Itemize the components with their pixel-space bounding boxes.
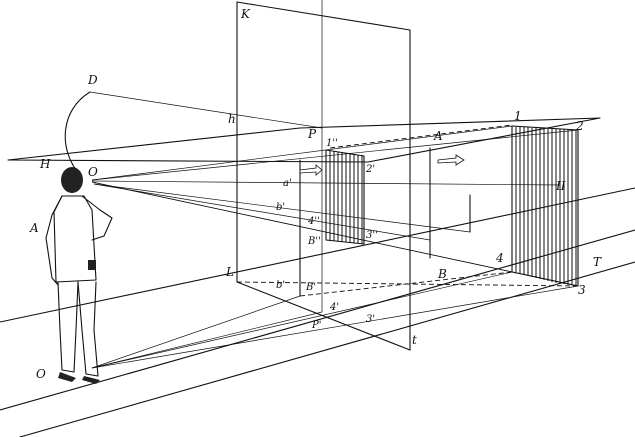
label-b-double-prime-upper: B'' bbox=[307, 236, 321, 247]
label-b-prime-upper: B' bbox=[305, 282, 316, 293]
projected-panel bbox=[325, 149, 365, 245]
label-4-prime: 4' bbox=[329, 302, 339, 313]
observer-pocket bbox=[88, 260, 96, 270]
horizon-plane bbox=[7, 117, 601, 163]
arrow-right-icon bbox=[437, 154, 465, 166]
label-p: P bbox=[307, 127, 317, 141]
labels: K D h P 1'' A 1 2 H O a' 2' b' 4'' B'' 3… bbox=[29, 7, 602, 381]
label-4-double-prime: 4'' bbox=[307, 216, 320, 227]
distance-arc bbox=[64, 91, 323, 176]
label-t-upper: T bbox=[593, 255, 602, 269]
label-k: K bbox=[240, 7, 251, 21]
label-o-foot: O bbox=[36, 367, 46, 381]
ground-line-near bbox=[0, 187, 635, 323]
label-a-left: A bbox=[29, 221, 39, 235]
distance-arc-path bbox=[64, 91, 91, 176]
projected-panel-outline bbox=[325, 149, 365, 245]
label-h: h bbox=[228, 112, 236, 126]
label-d: D bbox=[87, 73, 98, 87]
label-a-top: A bbox=[433, 129, 443, 143]
observer-head bbox=[61, 167, 83, 193]
label-b-double-prime: b' bbox=[276, 202, 285, 213]
label-h-plane: H bbox=[39, 157, 51, 171]
label-a-prime: a' bbox=[283, 178, 292, 189]
label-o-eye: O bbox=[88, 165, 98, 179]
distance-line bbox=[89, 91, 323, 129]
label-b-prime: b' bbox=[276, 280, 285, 291]
horizon-plane-outline bbox=[7, 117, 601, 163]
picture-plane-top-edge bbox=[236, 1, 411, 31]
label-p-prime: P' bbox=[311, 320, 321, 331]
horizon-dashed bbox=[329, 124, 513, 149]
arrow-left-icon bbox=[299, 164, 323, 176]
label-ii: II bbox=[555, 179, 566, 193]
label-b: B bbox=[437, 267, 447, 281]
observer-jacket bbox=[53, 195, 97, 283]
observer-right-arm bbox=[81, 195, 113, 241]
label-1: 1 bbox=[514, 109, 522, 123]
observer-left-leg bbox=[57, 281, 79, 373]
observer-right-leg bbox=[77, 281, 99, 377]
observer-left-arm bbox=[45, 195, 63, 286]
label-3-prime: 3' bbox=[366, 314, 375, 325]
label-4: 4 bbox=[495, 251, 504, 265]
foot-rays bbox=[91, 271, 579, 369]
label-2-prime: 2' bbox=[365, 164, 375, 175]
object-panel-hatching bbox=[515, 127, 577, 286]
ground-line-front bbox=[19, 261, 635, 437]
label-3: 3 bbox=[578, 283, 586, 297]
label-t: t bbox=[412, 333, 417, 347]
visual-rays bbox=[91, 125, 579, 287]
observer-right-shoe bbox=[82, 376, 100, 384]
observer-left-shoe bbox=[58, 372, 76, 382]
observer-figure bbox=[45, 167, 113, 384]
picture-plane-k bbox=[236, 0, 411, 351]
label-l: L bbox=[225, 265, 234, 279]
label-2: 2 bbox=[575, 119, 584, 133]
ground-plane bbox=[0, 187, 635, 437]
picture-plane-base bbox=[236, 281, 411, 351]
label-1-double-prime: 1'' bbox=[326, 138, 338, 149]
label-3-double-prime: 3'' bbox=[366, 230, 378, 241]
direction-arrows bbox=[299, 154, 465, 176]
ground-line-far bbox=[0, 229, 635, 411]
